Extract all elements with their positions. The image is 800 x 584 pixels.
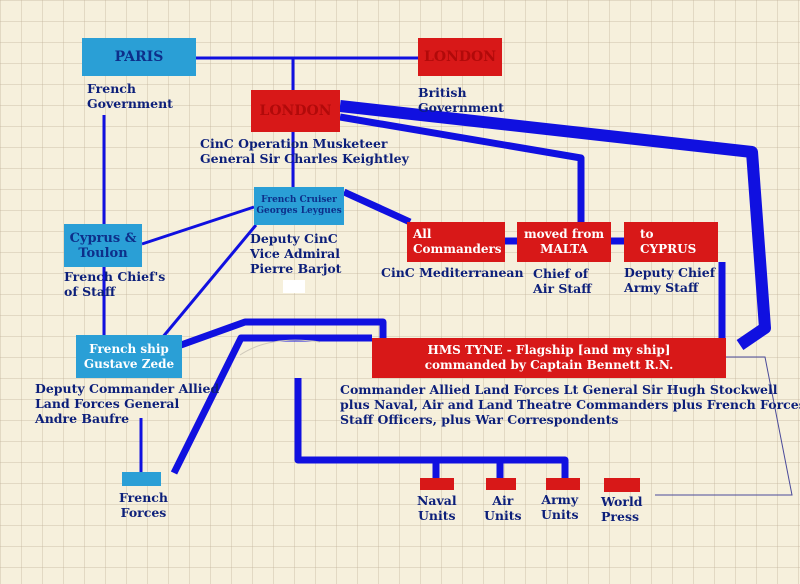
cyprus-toulon-caption: French Chief's of Staff <box>64 269 166 299</box>
cyprus-box: to CYPRUS <box>624 222 718 262</box>
french-forces-caption: French Forces <box>119 490 168 520</box>
london-cinc-label: LONDON <box>259 103 332 119</box>
naval-units-caption: Naval Units <box>417 493 457 523</box>
link-tyne-press <box>655 356 793 496</box>
world-press-caption: World Press <box>601 494 643 524</box>
thick-links <box>170 113 726 478</box>
link-cinc-malta <box>339 113 585 222</box>
london-gov-label: LONDON <box>424 49 496 65</box>
cruiser-caption: Deputy CinC Vice Admiral Pierre Barjot <box>250 231 342 276</box>
army-units-caption: Army Units <box>541 492 579 522</box>
naval-units-box <box>420 478 454 490</box>
cyprus-toulon-box: Cyprus & Toulon <box>64 224 142 267</box>
link-cruiser-commanders <box>342 188 412 226</box>
tyne-caption: Commander Allied Land Forces Lt General … <box>340 382 800 427</box>
link-forces-tyne <box>170 334 372 475</box>
malta-caption: Chief of Air Staff <box>533 266 592 296</box>
london-gov-box: LONDON <box>418 38 502 76</box>
link-cyprus-cruiser <box>141 205 255 246</box>
paris-caption: French Government <box>87 81 173 111</box>
cyprus-caption: Deputy Chief Army Staff <box>624 265 716 295</box>
cruiser-box: French Cruiser Georges Leygues <box>254 187 344 225</box>
london-cinc-caption: CinC Operation Musketeer General Sir Cha… <box>200 136 409 166</box>
london-cinc-box: LONDON <box>251 90 340 132</box>
link-zede-cruiser <box>160 224 258 339</box>
zede-caption: Deputy Commander Allied Land Forces Gene… <box>35 381 220 426</box>
link-tyne-units <box>294 378 569 478</box>
faint-curve <box>239 339 321 356</box>
tyne-box: HMS TYNE - Flagship [and my ship] comman… <box>372 338 726 378</box>
london-gov-caption: British Government <box>418 85 504 115</box>
thin-links <box>102 56 418 472</box>
air-units-box <box>486 478 516 490</box>
paris-box: PARIS <box>82 38 196 76</box>
malta-box: moved from MALTA <box>517 222 611 262</box>
french-forces-box <box>122 472 161 486</box>
world-press-box <box>604 478 640 492</box>
army-units-box <box>546 478 580 490</box>
white-patch <box>283 280 305 293</box>
air-units-caption: Air Units <box>484 493 522 523</box>
link-zede-tyne <box>179 318 387 349</box>
very-thick-link <box>339 100 771 350</box>
link-cinc-tyne <box>339 100 771 350</box>
all-commanders-box: All Commanders <box>407 222 505 262</box>
all-commanders-caption: CinC Mediterranean <box>381 265 524 280</box>
paris-label: PARIS <box>114 49 164 65</box>
outline-links <box>239 339 793 496</box>
zede-box: French ship Gustave Zede <box>76 335 182 378</box>
